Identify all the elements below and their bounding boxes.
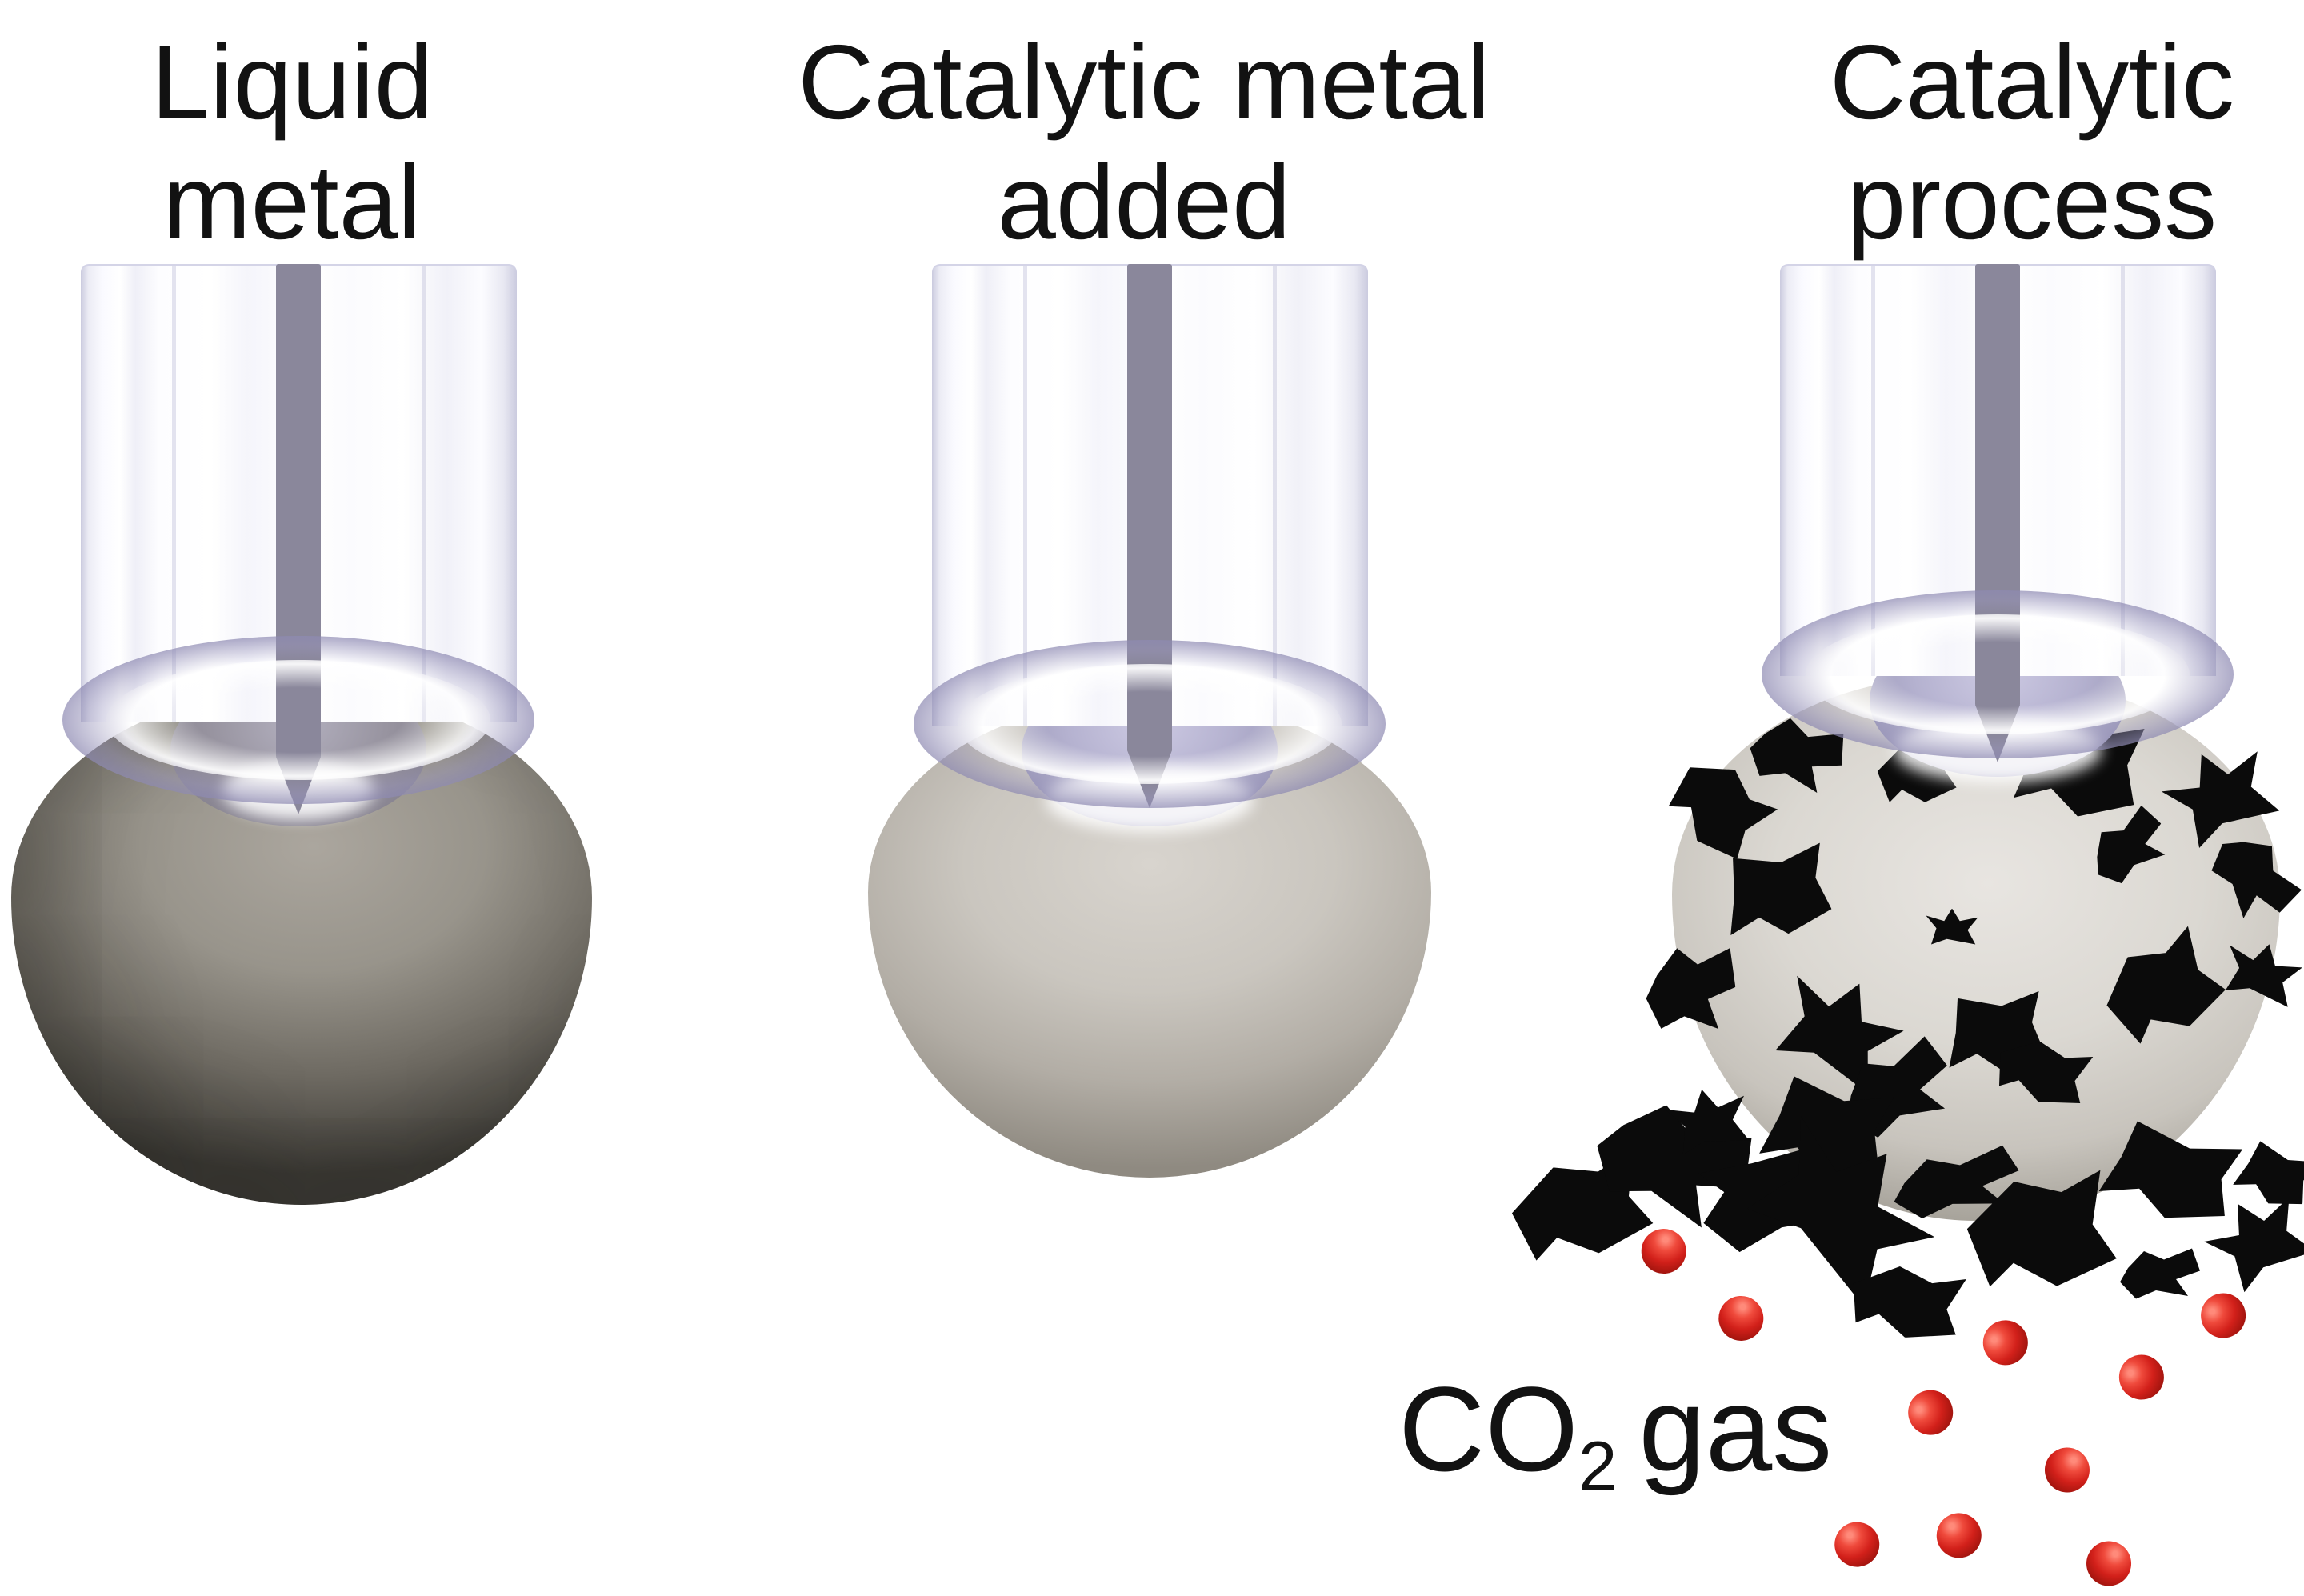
co2-suffix: gas xyxy=(1638,1362,1833,1496)
stage-label-line: added xyxy=(997,143,1291,262)
stage-label-line: metal xyxy=(162,143,422,262)
carbon-atom xyxy=(1875,1507,1941,1573)
oxygen-atom xyxy=(1934,1511,1984,1560)
co2-gas-label: CO2 gas xyxy=(1398,1360,1832,1506)
stage-label-line: Liquid xyxy=(150,23,434,141)
oxygen-atom xyxy=(1832,1520,1882,1569)
carbon-flake xyxy=(2120,1248,2200,1299)
stage-label-line: process xyxy=(1846,143,2218,262)
tube-mouth-rim xyxy=(1762,590,2234,758)
carbon-flake xyxy=(2231,1138,2304,1215)
co2-molecule xyxy=(2026,1431,2150,1596)
tube-mouth-rim xyxy=(914,640,1386,808)
stage-label-line: Catalytic metal xyxy=(798,23,1490,141)
co2-molecule xyxy=(1827,1500,1990,1581)
stage-label: Catalytic metal added xyxy=(784,22,1504,263)
stage-label: Liquid metal xyxy=(0,22,652,263)
stage-label: Catalytic process xyxy=(1672,22,2304,263)
tube-mouth-rim xyxy=(62,636,534,804)
stage-label-line: Catalytic xyxy=(1829,23,2235,141)
co2-subscript: 2 xyxy=(1578,1427,1618,1506)
co2-formula: CO xyxy=(1398,1362,1578,1496)
